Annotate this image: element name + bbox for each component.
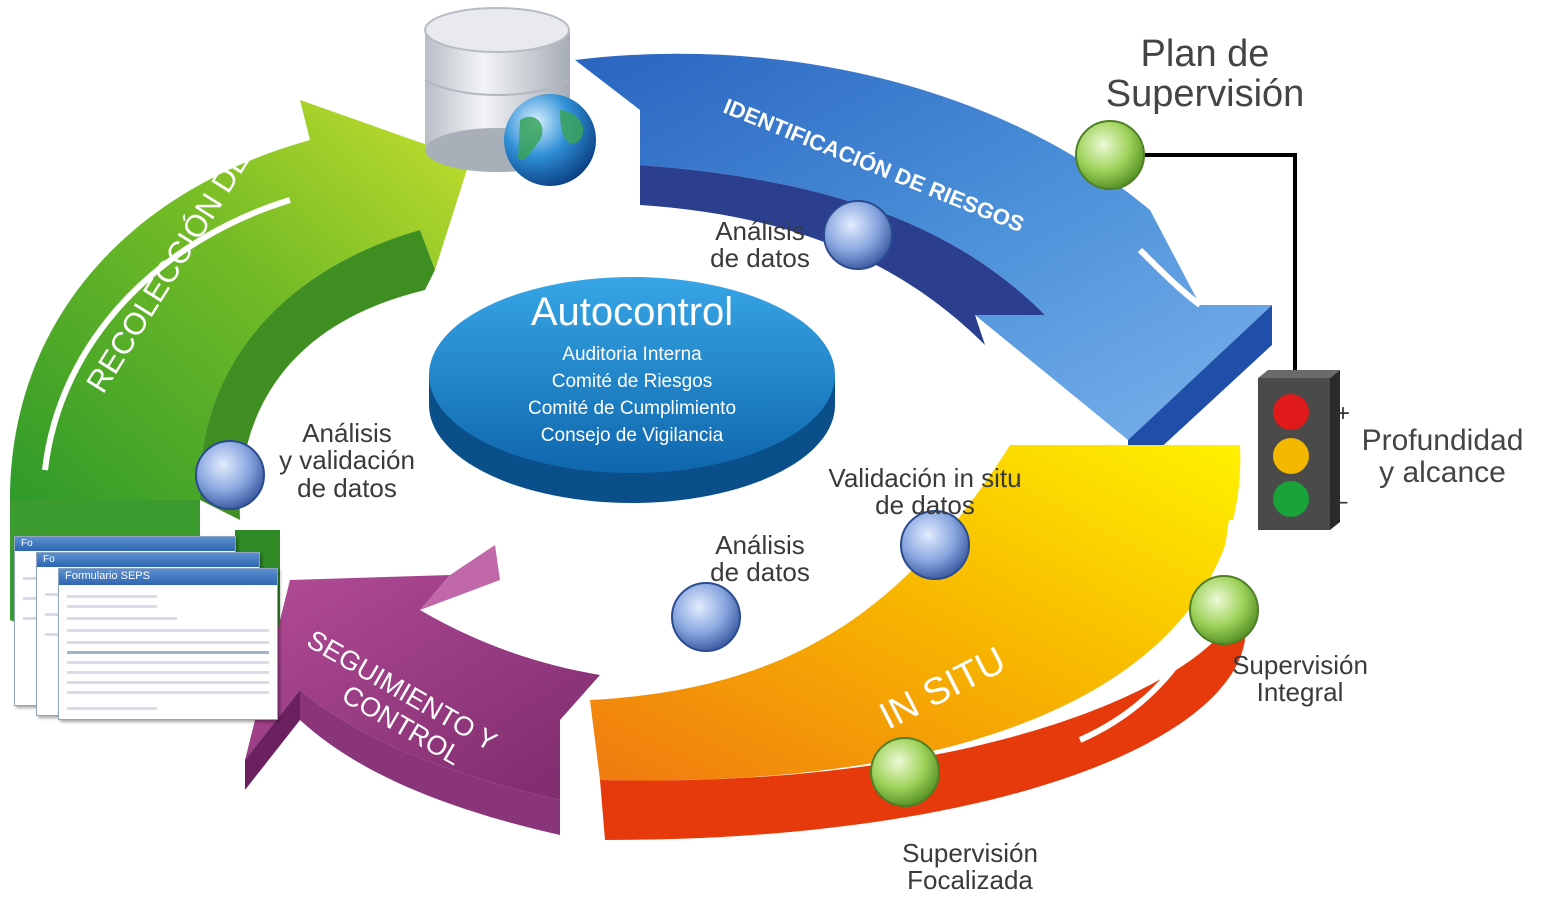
globe-icon [504,94,596,186]
autocontrol-item: Comité de Cumplimiento [527,398,737,419]
autocontrol-item: Comité de Riesgos [551,371,713,392]
node-supervision-integral [1189,575,1259,645]
traffic-light-green [1273,481,1309,517]
minus-sign: – [1334,488,1348,515]
autocontrol-item: Consejo de Vigilancia [540,425,724,446]
in-situ-arrow [590,445,1245,840]
label-validacion-in-situ: Validación in situ de datos [828,463,1022,521]
autocontrol-ellipse [429,277,835,503]
label-supervision-integral: Supervisión Integral [1232,650,1368,708]
autocontrol-item: Auditoria Interna [562,344,702,365]
node-supervision-focalizada [870,737,940,807]
label-supervision-focalizada: Supervisión Focalizada [902,838,1038,896]
label-analisis-validacion: Análisis y validación de datos [279,418,415,503]
traffic-light-yellow [1273,438,1309,474]
node-analisis-validacion [195,440,265,510]
autocontrol-title: Autocontrol [530,290,734,334]
plus-sign: + [1336,400,1351,427]
form-title-middle: Fo [43,554,55,565]
node-analisis-top [823,200,893,270]
label-analisis-bottom: Análisis de datos [710,530,810,588]
form-title: Formulario SEPS [65,570,150,582]
identificacion-arrow [575,53,1272,478]
label-profundidad-alcance: Profundidad y alcance [1361,424,1524,489]
traffic-light-red [1273,394,1309,430]
node-plan [1075,120,1145,190]
node-validacion-in-situ [900,510,970,580]
label-analisis-top: Análisis de datos [710,216,810,274]
form-title-back: Fo [21,538,33,549]
node-analisis-bottom [671,582,741,652]
form-window: Formulario SEPS [58,568,278,720]
autocontrol-text: Autocontrol Auditoria Interna Comité de … [442,290,822,449]
seguimiento-arrow [245,545,600,835]
label-plan-supervision: Plan de Supervisión [1105,33,1305,115]
